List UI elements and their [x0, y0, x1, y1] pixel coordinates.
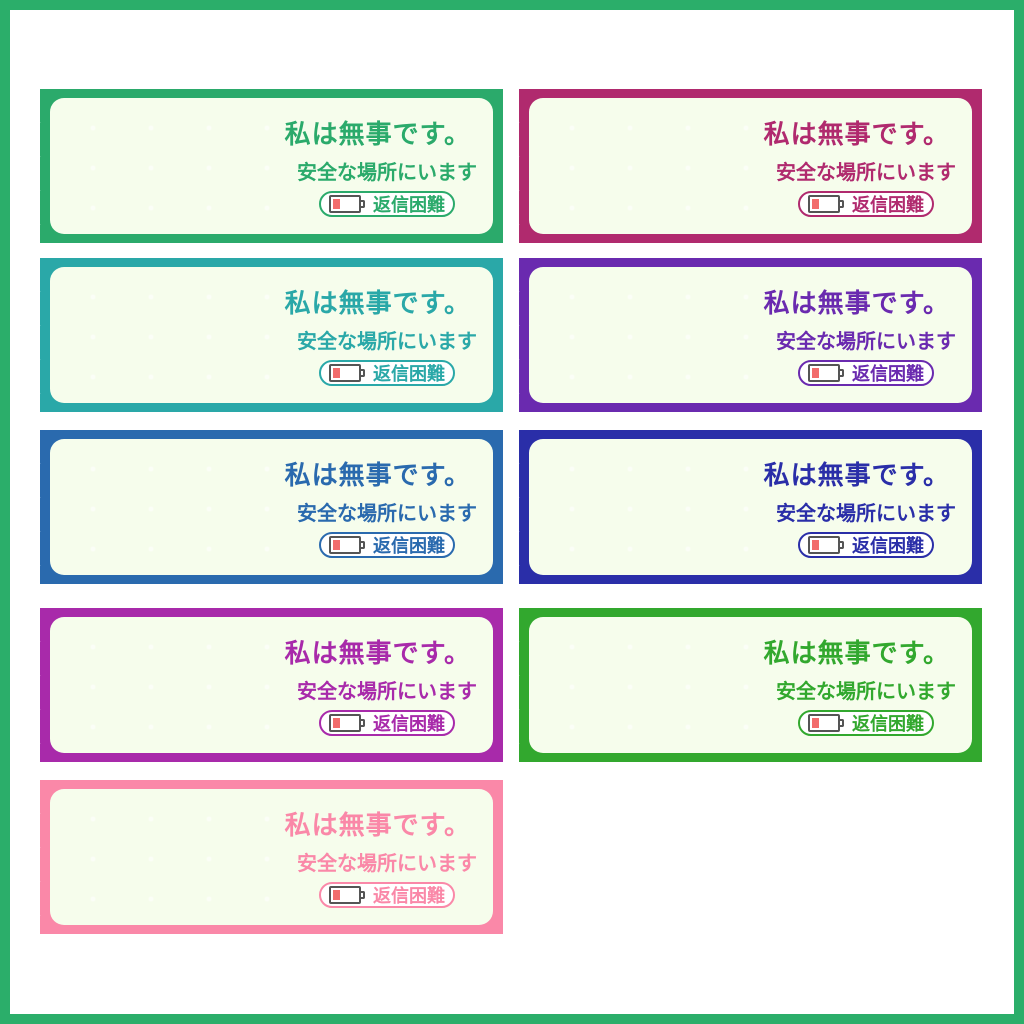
- card-subtitle: 安全な場所にいます: [297, 679, 477, 703]
- card-title: 私は無事です。: [763, 289, 950, 319]
- badge-label: 返信困難: [852, 714, 924, 735]
- status-card-teal: 私は無事です。 安全な場所にいます 返信困難: [40, 258, 503, 412]
- reply-difficult-badge: 返信困難: [798, 360, 934, 386]
- card-subtitle: 安全な場所にいます: [776, 501, 956, 525]
- card-title: 私は無事です。: [284, 120, 471, 150]
- card-subtitle: 安全な場所にいます: [297, 501, 477, 525]
- reply-difficult-badge: 返信困難: [798, 532, 934, 558]
- battery-low-icon: [329, 714, 367, 732]
- card-panel: 私は無事です。 安全な場所にいます 返信困難: [529, 267, 972, 403]
- badge-label: 返信困難: [852, 536, 924, 557]
- card-panel: 私は無事です。 安全な場所にいます 返信困難: [50, 617, 493, 753]
- battery-low-icon: [329, 886, 367, 904]
- card-subtitle: 安全な場所にいます: [776, 329, 956, 353]
- card-subtitle: 安全な場所にいます: [297, 329, 477, 353]
- reply-difficult-badge: 返信困難: [319, 882, 455, 908]
- badge-label: 返信困難: [373, 886, 445, 907]
- battery-low-icon: [808, 195, 846, 213]
- card-title: 私は無事です。: [284, 461, 471, 491]
- status-card-indigo: 私は無事です。 安全な場所にいます 返信困難: [519, 430, 982, 584]
- card-title: 私は無事です。: [763, 120, 950, 150]
- reply-difficult-badge: 返信困難: [319, 191, 455, 217]
- card-subtitle: 安全な場所にいます: [297, 851, 477, 875]
- battery-low-icon: [329, 536, 367, 554]
- status-card-blue: 私は無事です。 安全な場所にいます 返信困難: [40, 430, 503, 584]
- card-panel: 私は無事です。 安全な場所にいます 返信困難: [50, 98, 493, 234]
- card-subtitle: 安全な場所にいます: [776, 679, 956, 703]
- battery-low-icon: [808, 364, 846, 382]
- card-panel: 私は無事です。 安全な場所にいます 返信困難: [50, 789, 493, 925]
- card-panel: 私は無事です。 安全な場所にいます 返信困難: [529, 617, 972, 753]
- battery-low-icon: [808, 536, 846, 554]
- reply-difficult-badge: 返信困難: [319, 532, 455, 558]
- card-title: 私は無事です。: [763, 639, 950, 669]
- status-card-pink: 私は無事です。 安全な場所にいます 返信困難: [40, 780, 503, 934]
- sticker-sheet: 私は無事です。 安全な場所にいます 返信困難 私は無事です。 安全な場所にいます…: [10, 10, 1014, 1014]
- card-panel: 私は無事です。 安全な場所にいます 返信困難: [529, 98, 972, 234]
- reply-difficult-badge: 返信困難: [798, 710, 934, 736]
- badge-label: 返信困難: [373, 195, 445, 216]
- card-title: 私は無事です。: [284, 289, 471, 319]
- reply-difficult-badge: 返信困難: [798, 191, 934, 217]
- battery-low-icon: [329, 195, 367, 213]
- badge-label: 返信困難: [373, 714, 445, 735]
- badge-label: 返信困難: [852, 364, 924, 385]
- card-subtitle: 安全な場所にいます: [297, 160, 477, 184]
- battery-low-icon: [329, 364, 367, 382]
- reply-difficult-badge: 返信困難: [319, 360, 455, 386]
- status-card-lime-green: 私は無事です。 安全な場所にいます 返信困難: [519, 608, 982, 762]
- badge-label: 返信困難: [852, 195, 924, 216]
- status-card-violet: 私は無事です。 安全な場所にいます 返信困難: [40, 608, 503, 762]
- card-title: 私は無事です。: [763, 461, 950, 491]
- reply-difficult-badge: 返信困難: [319, 710, 455, 736]
- card-panel: 私は無事です。 安全な場所にいます 返信困難: [50, 267, 493, 403]
- badge-label: 返信困難: [373, 364, 445, 385]
- card-title: 私は無事です。: [284, 639, 471, 669]
- battery-low-icon: [808, 714, 846, 732]
- card-panel: 私は無事です。 安全な場所にいます 返信困難: [50, 439, 493, 575]
- card-subtitle: 安全な場所にいます: [776, 160, 956, 184]
- status-card-magenta: 私は無事です。 安全な場所にいます 返信困難: [519, 89, 982, 243]
- status-card-purple: 私は無事です。 安全な場所にいます 返信困難: [519, 258, 982, 412]
- card-title: 私は無事です。: [284, 811, 471, 841]
- status-card-green: 私は無事です。 安全な場所にいます 返信困難: [40, 89, 503, 243]
- badge-label: 返信困難: [373, 536, 445, 557]
- card-panel: 私は無事です。 安全な場所にいます 返信困難: [529, 439, 972, 575]
